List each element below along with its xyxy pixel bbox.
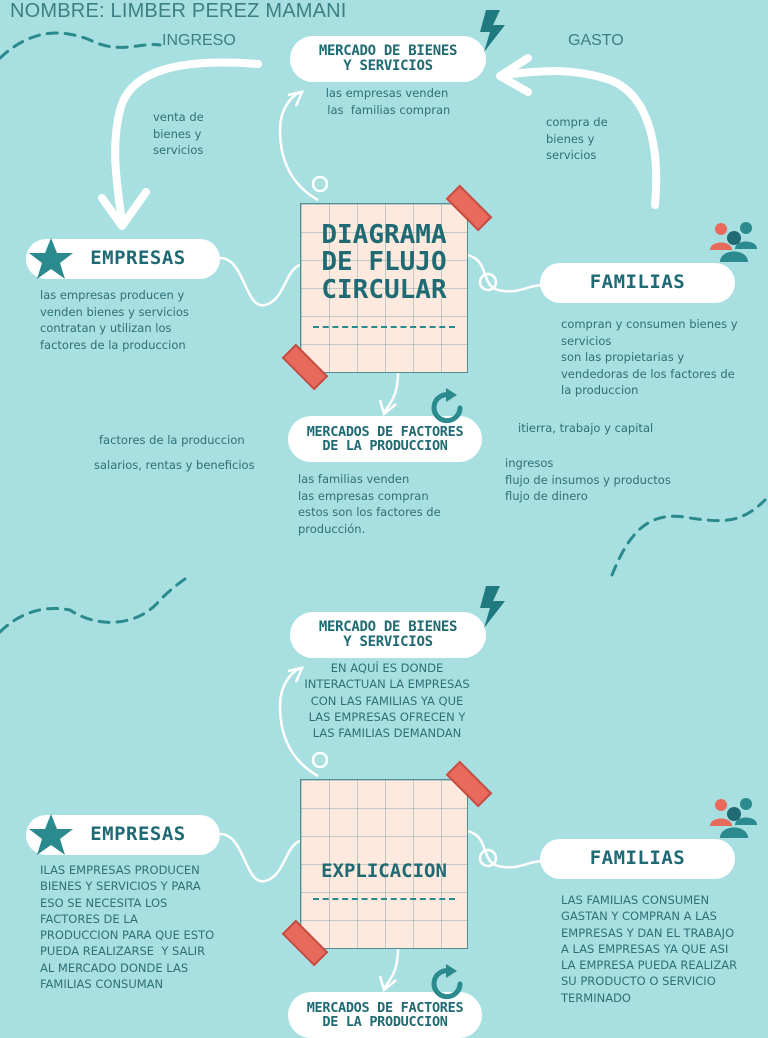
- familias-desc: compran y consumen bienes y servicios so…: [561, 317, 738, 397]
- salarios-text: salarios, rentas y beneficios: [94, 458, 255, 472]
- market-factors-pill: MERCADOS DE FACTORES DE LA PRODUCCION: [288, 416, 482, 462]
- refresh-icon: [431, 964, 463, 1000]
- empresas-desc-2: ILAS EMPRESAS PRODUCEN BIENES Y SERVICIO…: [40, 863, 215, 992]
- center-title: DIAGRAMA DE FLUJO CIRCULAR: [321, 220, 447, 305]
- author-name: NOMBRE: LIMBER PEREZ MAMANI: [10, 0, 347, 22]
- star-icon: [29, 238, 73, 279]
- star-icon: [29, 814, 73, 855]
- market-goods-pill-2: MERCADO DE BIENES Y SERVICIOS: [290, 612, 486, 658]
- lightning-icon: [480, 10, 505, 52]
- empresas-pill-2: EMPRESAS: [26, 815, 220, 855]
- ingresos-text: ingresos flujo de insumos y productos fl…: [505, 456, 671, 503]
- center-note-2: EXPLICACION: [300, 779, 468, 949]
- tierra-text: itierra, trabajo y capital: [518, 421, 654, 435]
- factors-desc: las familias venden las empresas compran…: [298, 472, 441, 536]
- dashed-divider: [313, 326, 455, 328]
- familias-pill-2: FAMILIAS: [540, 839, 735, 879]
- lightning-icon: [480, 586, 505, 628]
- market-goods-pill: MERCADO DE BIENES Y SERVICIOS: [290, 36, 486, 82]
- familias-pill: FAMILIAS: [540, 263, 735, 303]
- people-icon: [710, 222, 757, 262]
- familias-desc-2: LAS FAMILIAS CONSUMEN GASTAN Y COMPRAN A…: [561, 893, 738, 1005]
- venta-text: venta de bienes y servicios: [153, 110, 204, 157]
- people-icon: [710, 798, 757, 838]
- gasto-label: GASTO: [568, 32, 624, 49]
- center-note: DIAGRAMA DE FLUJO CIRCULAR: [300, 203, 468, 373]
- dashed-divider: [313, 898, 455, 900]
- ingreso-label: INGRESO: [162, 32, 236, 49]
- refresh-icon: [431, 388, 463, 424]
- market-goods-desc-2: EN AQUÍ ES DONDE INTERACTUAN LA EMPRESAS…: [304, 661, 470, 741]
- empresas-desc: las empresas producen y venden bienes y …: [40, 288, 189, 352]
- compra-text: compra de bienes y servicios: [546, 115, 608, 162]
- factores-text: factores de la produccion: [99, 433, 245, 447]
- center-title-2: EXPLICACION: [321, 860, 447, 882]
- market-goods-desc: las empresas venden las familias compran: [325, 86, 451, 117]
